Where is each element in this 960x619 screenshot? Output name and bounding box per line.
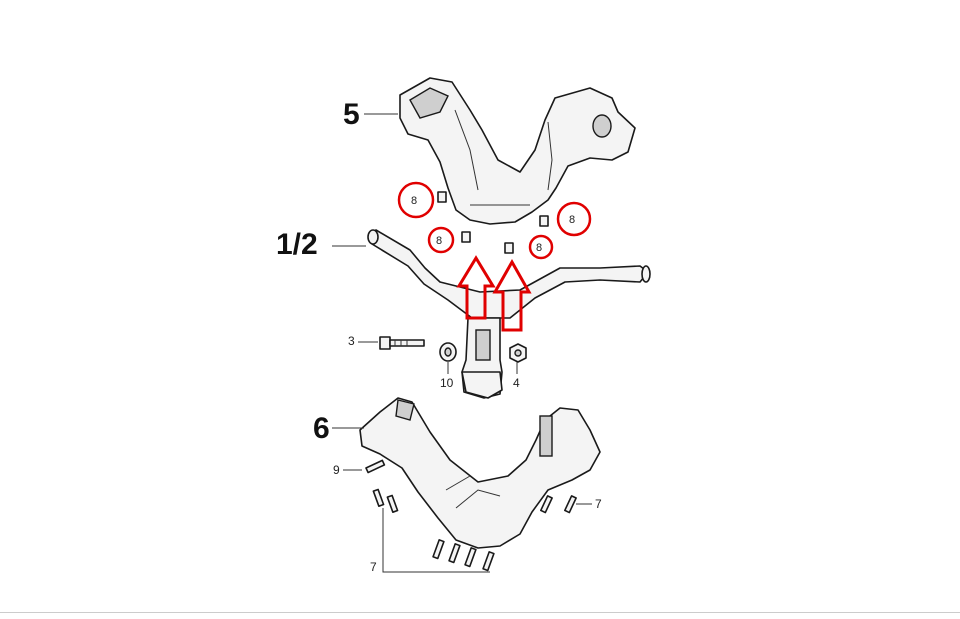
clip-part-8-d: 8 <box>504 234 554 260</box>
highlight-arrow-right <box>492 258 532 332</box>
clip-part-8-b: 8 <box>427 226 471 254</box>
svg-text:8: 8 <box>536 242 542 254</box>
label-part-6: 6 <box>313 412 330 445</box>
label-part-3: 3 <box>348 334 355 348</box>
label-part-4: 4 <box>513 376 520 390</box>
clip-part-8-a: 8 <box>397 181 447 219</box>
bottom-divider <box>0 612 960 613</box>
svg-text:8: 8 <box>569 214 575 226</box>
nut-part-4 <box>509 343 527 363</box>
screws-part-7-right <box>540 495 577 514</box>
handlebar <box>367 229 651 399</box>
label-part-7-right: 7 <box>595 497 602 511</box>
upper-handlebar-cover <box>399 77 636 225</box>
svg-text:8: 8 <box>436 235 442 247</box>
label-part-7-bottom: 7 <box>370 560 377 574</box>
clip-part-8-c: 8 <box>539 201 592 237</box>
svg-text:8: 8 <box>411 195 417 207</box>
bolt-part-3 <box>379 336 425 350</box>
leader-part-7-bottom <box>382 508 490 573</box>
highlight-arrow-left <box>456 255 496 320</box>
label-part-10: 10 <box>440 376 454 390</box>
spacer-part-10 <box>439 342 457 362</box>
label-part-9: 9 <box>333 463 340 477</box>
screws-part-7-bottom <box>372 488 495 572</box>
screw-part-9 <box>365 459 386 474</box>
label-part-5: 5 <box>343 98 360 131</box>
label-part-1-2: 1/2 <box>276 228 318 261</box>
lower-handlebar-cover <box>359 397 601 549</box>
